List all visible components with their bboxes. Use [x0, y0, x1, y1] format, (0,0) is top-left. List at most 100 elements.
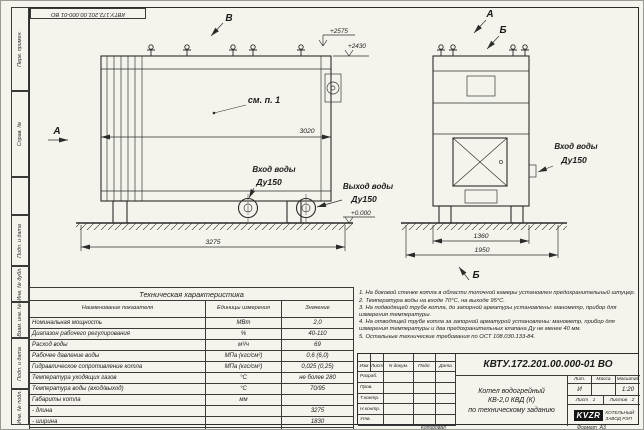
view-a-arrow	[473, 19, 487, 34]
inlet2-label: Вход воды	[554, 142, 597, 151]
ground-line-right	[401, 222, 567, 230]
outlet-label: Выход воды	[343, 182, 393, 191]
title-block-right: Лит. Масса Масштаб И 1:20 Лист 1 Листов …	[568, 376, 640, 426]
outlet-leader	[316, 199, 343, 208]
dim-1360-label: 1360	[473, 233, 488, 240]
view-b-bottom-arrow	[458, 266, 470, 281]
upper-hatch	[466, 75, 496, 97]
level-mark-2575	[318, 34, 355, 47]
note-3: 3. На подводящей трубе котла, до запорно…	[359, 305, 617, 318]
scale-value: 1:20	[616, 384, 640, 396]
row-prov: Пров.	[358, 382, 384, 394]
inlet-label: Вход воды	[252, 165, 295, 174]
format-label: Формат А3	[577, 425, 606, 430]
see-note-callout: см. п. 1	[248, 95, 280, 105]
table-row: - высота2430	[29, 427, 355, 429]
see-note-leader	[213, 104, 247, 114]
note-4: 4. На отводящей трубе котла за запорной …	[359, 319, 615, 332]
furnace-door	[452, 137, 508, 187]
kvzr-logo: KVZR	[573, 410, 604, 421]
title-block: Изм Лист N докум. Подп. Дата Разраб. Про…	[357, 353, 640, 426]
dim-line-1360	[432, 225, 530, 244]
dim-1950-label: 1950	[474, 247, 489, 254]
level-2430-label: +2430	[348, 43, 366, 50]
title-line-2: КВ-2,0 КВД (К)	[487, 397, 536, 405]
col-izm: Изм	[358, 362, 371, 372]
support-leg-left	[112, 200, 128, 224]
view-marker-a-top: А	[485, 9, 493, 20]
margin-box-vzam-inv: Взам. инв. №	[11, 302, 29, 338]
dim-3275-label: 3275	[205, 239, 220, 246]
view-marker-v: В	[225, 13, 232, 24]
title-line-1: Котел водогрейный	[478, 388, 545, 396]
company-name: КОТЕЛЬНЫЙ ЗАВОД РЭП	[605, 410, 635, 421]
lit-value: И	[568, 384, 592, 396]
row-tkontr: Т.контр.	[358, 393, 384, 405]
boiler-drawing: 3020 3275 +2575 +2430 +0.000 В А см. п. …	[48, 9, 598, 281]
leader-dot	[212, 111, 216, 115]
doc-number: КВТУ.172.201.00.000-01 ВО	[456, 354, 640, 376]
table-row: Диапазон рабочего регулирования%40-110	[29, 328, 355, 340]
col-list: Лист	[371, 362, 384, 372]
sheets-cell: Листов 2	[604, 396, 640, 405]
margin-label: Взам. инв. №	[17, 303, 23, 337]
margin-label: Инв. № подл.	[17, 390, 23, 424]
dim-3020-label: 3020	[299, 128, 314, 135]
copied-label: Копировал	[421, 425, 446, 430]
inlet2-dn-label: Ду150	[560, 155, 587, 165]
ash-door	[464, 189, 498, 204]
level-mark-2430	[333, 49, 369, 57]
tech-col-name: Наименование показателя	[29, 300, 206, 318]
door-handle	[499, 160, 503, 164]
side-nozzle	[528, 164, 537, 178]
lit-header: Лит.	[568, 376, 592, 384]
row-nkontr: Н.контр.	[358, 404, 384, 416]
boiler-side-view	[100, 44, 342, 224]
scale-header: Масштаб	[616, 377, 640, 384]
note-5: 5. Остальные технические требования по О…	[359, 333, 536, 340]
inlet-leader	[248, 187, 256, 199]
tech-col-unit: Единицы измерения	[205, 300, 282, 318]
boiler-front-view	[432, 44, 537, 224]
inlet-dn-label: Ду150	[255, 177, 282, 187]
col-podp: Подп.	[414, 362, 436, 372]
view-marker-b-bottom: Б	[472, 270, 479, 281]
title-block-signatures: Изм Лист N докум. Подп. Дата Разраб. Про…	[358, 354, 456, 426]
front-leg-right	[510, 205, 524, 224]
tech-table-title: Техническая характеристика	[28, 287, 355, 301]
support-leg-right	[286, 200, 302, 224]
inlet2-leader	[537, 165, 554, 173]
level-2575-label: +2575	[330, 28, 348, 35]
margin-box-inv-dubl: Инв. № дубл.	[11, 266, 29, 302]
flue-outlet-box	[324, 73, 342, 103]
mass-header: Масса	[592, 376, 616, 384]
title-line-3: по техническому заданию	[468, 406, 555, 414]
margin-box-inv-podl: Инв. № подл.	[11, 389, 29, 425]
company-cell: KVZR КОТЕЛЬНЫЙ ЗАВОД РЭП	[568, 405, 640, 426]
margin-box-blank	[11, 177, 29, 215]
tech-table: Техническая характеристика Наименование …	[28, 287, 355, 429]
margin-box-podp-data-1: Подп. и дата	[11, 215, 29, 266]
col-doc: N докум.	[384, 362, 414, 372]
dim-line-1950	[405, 225, 559, 258]
row-utv: Утв.	[358, 415, 384, 426]
dim-line-3275	[80, 225, 346, 251]
section-marker-a-left: А	[52, 126, 60, 137]
flue-outlet-port	[326, 81, 340, 95]
level-mark-zero	[343, 216, 375, 224]
top-rotated-doc-number: КВТУ.172.201.00.000-01 ВО	[30, 8, 146, 19]
view-b-top-arrow	[486, 35, 500, 50]
col-data: Дата	[436, 362, 456, 372]
row-razrab: Разраб.	[358, 372, 384, 383]
level-zero-label: +0.000	[351, 210, 371, 217]
note-1: 1. На боковой стенке котла в области топ…	[359, 290, 636, 296]
